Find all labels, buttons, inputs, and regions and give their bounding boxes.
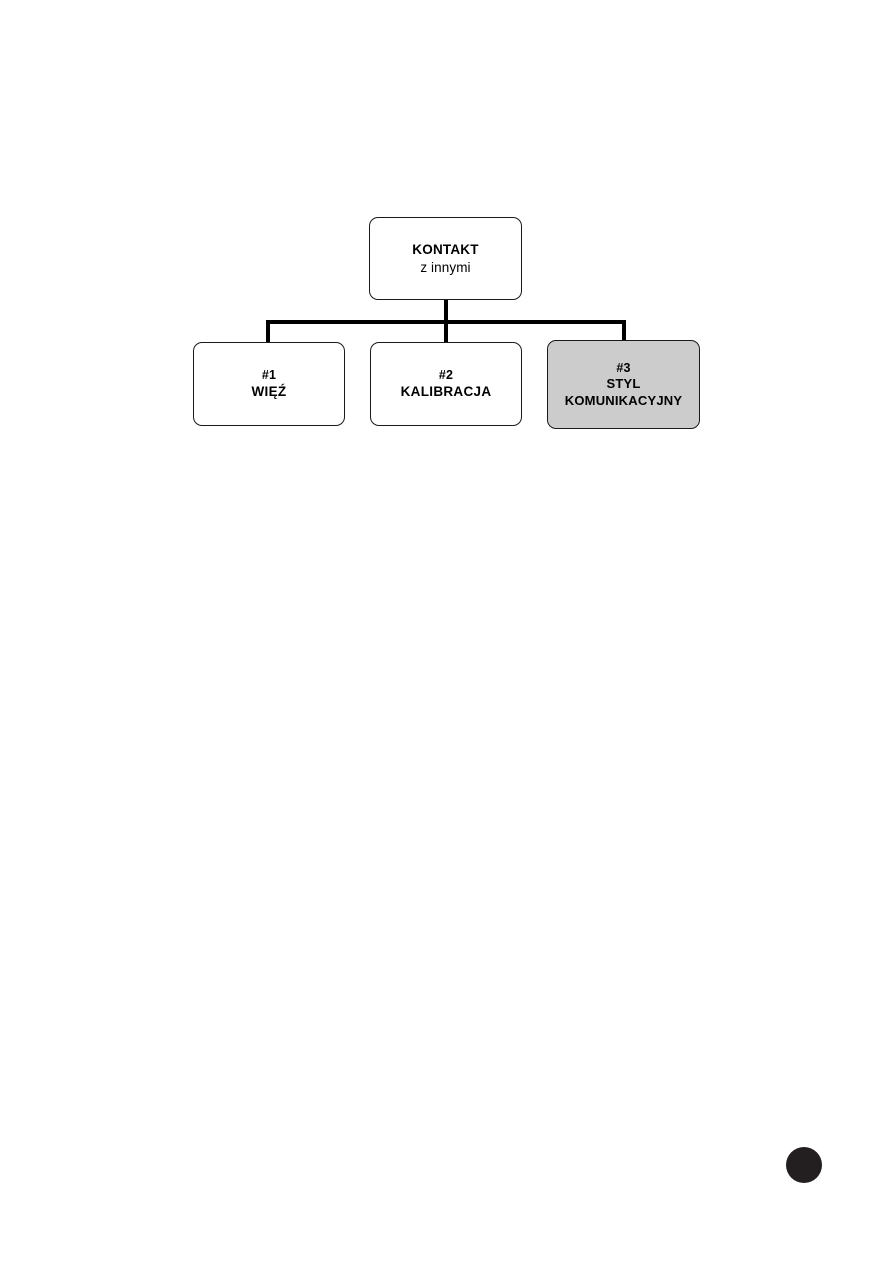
node-root-kontakt[interactable]: KONTAKT z innymi	[369, 217, 522, 300]
node-child-2-title: KALIBRACJA	[400, 384, 492, 400]
hierarchy-diagram: KONTAKT z innymi #1 WIĘŹ #2 KALIBRACJA #…	[0, 0, 893, 500]
connector-horizontal-bar	[266, 320, 626, 324]
page-marker-dot	[786, 1147, 822, 1183]
connector-drop-child-1	[266, 320, 270, 344]
node-child-2-number: #2	[438, 368, 454, 383]
node-child-3-title-line2: KOMUNIKACYJNY	[564, 392, 683, 408]
node-child-2-kalibracja[interactable]: #2 KALIBRACJA	[370, 342, 522, 426]
node-child-3-title: STYL	[606, 375, 641, 391]
node-root-subtitle: z innymi	[420, 259, 471, 275]
node-child-1-wiez[interactable]: #1 WIĘŹ	[193, 342, 345, 426]
connector-drop-child-3	[622, 320, 626, 344]
node-child-3-number: #3	[616, 360, 631, 375]
node-root-title: KONTAKT	[412, 242, 479, 258]
node-child-3-styl-komunikacyjny[interactable]: #3 STYL KOMUNIKACYJNY	[547, 340, 700, 429]
node-child-1-title: WIĘŹ	[251, 384, 287, 400]
node-child-1-number: #1	[261, 368, 277, 383]
